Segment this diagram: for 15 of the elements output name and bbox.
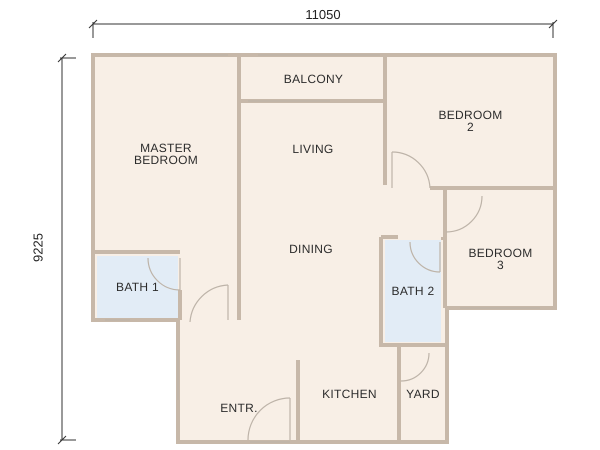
room-label: KITCHEN [322, 388, 377, 400]
room-label: BATH 1 [116, 281, 159, 293]
room-label: DINING [289, 243, 333, 255]
bathroom-area [385, 240, 441, 342]
dimension-label: 11050 [305, 7, 341, 22]
bathroom-area [97, 256, 178, 318]
room-label: BEDROOM 3 [467, 247, 534, 271]
room-label: ENTR. [220, 402, 258, 414]
room-label: YARD [406, 388, 440, 400]
room-label: BATH 2 [392, 285, 434, 297]
dimension-label: 9225 [30, 233, 46, 262]
room-label: BEDROOM 2 [437, 109, 504, 133]
room-label: LIVING [292, 143, 334, 155]
room-label: MASTER BEDROOM [132, 142, 200, 166]
room-label: BALCONY [284, 72, 344, 84]
